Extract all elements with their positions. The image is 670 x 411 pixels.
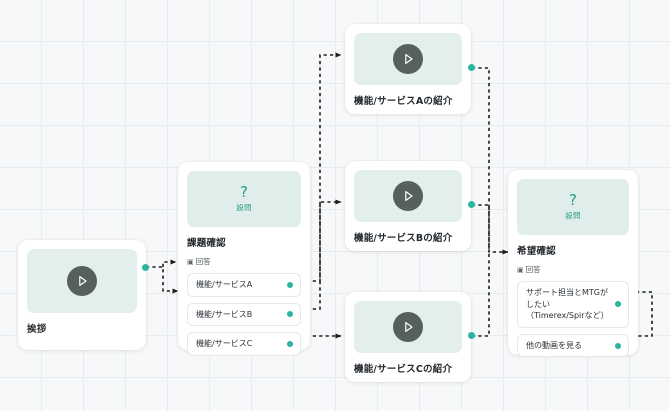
edge-wish-opt1-loop: [636, 291, 653, 337]
question-label: 設問: [236, 203, 252, 212]
output-port-option[interactable]: [287, 311, 293, 318]
output-port-option[interactable]: [615, 301, 621, 308]
answer-option[interactable]: 機能/サービスA: [187, 273, 301, 297]
play-icon[interactable]: [67, 266, 97, 296]
answer-option-label: 機能/サービスB: [196, 309, 253, 319]
node-title: 機能/サービスAの紹介: [354, 96, 453, 107]
question-label: 設問: [565, 211, 581, 220]
play-icon[interactable]: [393, 181, 423, 211]
output-port-service-b[interactable]: [468, 201, 475, 208]
question-preview: ? 設問: [517, 179, 629, 235]
edge-greeting-up: [162, 259, 177, 267]
question-mark-icon: ?: [569, 191, 577, 209]
node-title: 機能/サービスBの紹介: [354, 233, 453, 244]
output-port-greeting[interactable]: [142, 264, 149, 271]
play-icon[interactable]: [393, 44, 423, 74]
answer-option[interactable]: サポート担当とMTGがしたい（Timerex/Spirなど）: [517, 281, 629, 328]
answer-option[interactable]: 機能/サービスC: [187, 332, 301, 356]
answer-option[interactable]: 他の動画を見る: [517, 333, 629, 358]
edge-serviceB-to-wish: [472, 204, 490, 252]
node-title: 希望確認: [517, 246, 556, 257]
answer-icon: ▣: [517, 265, 524, 274]
edge-greeting-to-issue: [146, 266, 179, 294]
video-thumbnail[interactable]: [354, 170, 462, 222]
node-service-a[interactable]: 機能/サービスAの紹介: [345, 24, 471, 114]
answer-header: ▣ 回答: [517, 264, 629, 275]
video-thumbnail[interactable]: [354, 301, 462, 353]
output-port-option[interactable]: [615, 342, 621, 349]
node-title: 機能/サービスCの紹介: [354, 364, 453, 375]
output-port-option[interactable]: [287, 340, 293, 347]
edge-serviceC-to-wish: [472, 252, 490, 337]
answer-option-label: サポート担当とMTGがしたい（Timerex/Spirなど）: [526, 288, 609, 321]
answer-label: 回答: [525, 265, 541, 274]
question-mark-icon: ?: [240, 183, 248, 201]
output-port-option[interactable]: [287, 281, 293, 288]
edge-serviceA-to-wish: [472, 67, 509, 255]
video-thumbnail[interactable]: [27, 249, 137, 313]
answer-option-label: 機能/サービスC: [196, 339, 253, 349]
output-port-service-a[interactable]: [468, 64, 475, 71]
answer-header: ▣ 回答: [187, 256, 301, 267]
video-thumbnail[interactable]: [354, 33, 462, 85]
node-service-c[interactable]: 機能/サービスCの紹介: [345, 292, 471, 382]
answer-icon: ▣: [187, 257, 194, 266]
node-service-b[interactable]: 機能/サービスBの紹介: [345, 161, 471, 251]
question-preview: ? 設問: [187, 171, 301, 227]
node-title: 挨拶: [27, 324, 47, 335]
answer-option-label: 他の動画を見る: [526, 340, 582, 350]
answer-label: 回答: [195, 257, 211, 266]
play-icon[interactable]: [393, 312, 423, 342]
node-wish-check[interactable]: ? 設問 希望確認 ▣ 回答 サポート担当とMTGがしたい（Timerex/Sp…: [508, 170, 638, 358]
node-title: 課題確認: [187, 238, 226, 249]
node-greeting[interactable]: 挨拶: [18, 240, 146, 350]
answer-option-label: 機能/サービスA: [196, 280, 253, 289]
answer-option[interactable]: 機能/サービスB: [187, 302, 301, 327]
output-port-service-c[interactable]: [468, 332, 475, 339]
node-issue-check[interactable]: ? 設問 課題確認 ▣ 回答 機能/サービスA 機能/サービスB 機能/サービス…: [178, 162, 310, 356]
